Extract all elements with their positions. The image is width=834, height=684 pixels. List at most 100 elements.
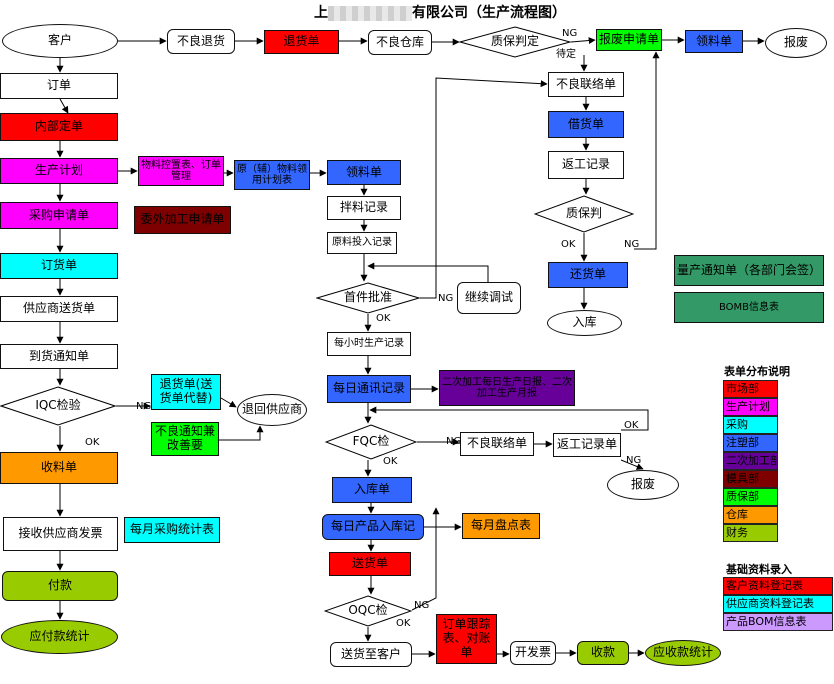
label-ng-qa-judge: NG bbox=[562, 28, 578, 39]
node-mass-production-notice: 量产通知单（各部门会签） bbox=[674, 255, 824, 286]
node-raw-input-record: 原料投入记录 bbox=[327, 232, 397, 254]
node-delivery-note: 送货单 bbox=[329, 552, 411, 576]
legend-item: 财务 bbox=[723, 524, 778, 542]
node-rework-record-mid: 返工记录单 bbox=[553, 433, 621, 457]
label-ok-fqc: OK bbox=[383, 456, 398, 467]
page-title: 上 有限公司（生产流程图） bbox=[314, 2, 566, 22]
node-monthly-inventory: 每月盘点表 bbox=[462, 513, 540, 539]
label-ng-iqc: NG bbox=[136, 401, 152, 412]
node-mixing-record: 拌料记录 bbox=[327, 196, 401, 220]
label-ng-fqc: NG bbox=[446, 436, 462, 447]
node-outsource-request: 委外加工申请单 bbox=[134, 206, 231, 234]
title-prefix: 上 bbox=[314, 5, 328, 21]
legend-item: 市场部 bbox=[723, 380, 778, 398]
basic-item: 产品BOM信息表 bbox=[723, 613, 833, 631]
node-return-supplier: 退回供应商 bbox=[237, 394, 307, 426]
node-bad-warehouse: 不良仓库 bbox=[368, 30, 432, 55]
node-payment: 付款 bbox=[2, 571, 118, 601]
node-scrap-mid: 报废 bbox=[607, 470, 679, 500]
node-iqc: IQC检验 bbox=[0, 386, 116, 426]
node-defect-notice-right: 不良联络单 bbox=[548, 72, 624, 97]
node-purchase-request: 采购申请单 bbox=[0, 202, 118, 229]
label-ok-iqc: OK bbox=[85, 437, 100, 448]
label-ok-first-article: OK bbox=[376, 313, 391, 324]
node-oqc: OQC检 bbox=[324, 595, 412, 627]
flow-arrow bbox=[570, 37, 596, 45]
node-scrap-top: 报废 bbox=[765, 28, 827, 58]
redacted-name-mask bbox=[328, 5, 412, 21]
node-internal-order: 内部定单 bbox=[0, 113, 118, 141]
legend-item: 质保部 bbox=[723, 488, 778, 506]
oqc-label: OQC检 bbox=[348, 603, 388, 618]
qa-judge-label: 质保判定 bbox=[490, 34, 539, 49]
legend-item: 仓库 bbox=[723, 506, 778, 524]
node-material-control: 物料控置表、订单管理 bbox=[138, 156, 224, 186]
node-borrow-note: 借货单 bbox=[548, 111, 624, 138]
node-first-article: 首件批准 bbox=[316, 282, 420, 314]
node-receivable-stats: 应收款统计 bbox=[645, 640, 721, 666]
node-ship-customer: 送货至客户 bbox=[330, 642, 412, 667]
node-order-tracking: 订单跟踪表、对账单 bbox=[436, 614, 497, 664]
label-pending: 待定 bbox=[556, 49, 576, 60]
label-ng-qa-judge2: NG bbox=[624, 239, 640, 250]
node-customer: 客户 bbox=[2, 24, 118, 58]
label-ok-oqc: OK bbox=[396, 618, 411, 629]
node-bom-info: BOMB信息表 bbox=[674, 292, 824, 323]
node-invoice: 开发票 bbox=[510, 641, 556, 665]
node-daily-inbound: 每日产品入库记 bbox=[322, 514, 424, 540]
label-ng-rework: NG bbox=[626, 455, 642, 466]
legend-item: 模具部 bbox=[723, 470, 778, 488]
label-ng-first-article: NG bbox=[438, 293, 454, 304]
basic-title: 基础资料录入 bbox=[726, 563, 792, 576]
node-raw-material-plan: 原（辅）物料领用计划表 bbox=[234, 160, 310, 190]
node-rework-record-right: 返工记录 bbox=[548, 151, 624, 179]
flow-arrow bbox=[220, 397, 237, 408]
node-material-requisition: 领料单 bbox=[327, 160, 401, 185]
legend-item: 二次加工部 bbox=[723, 452, 778, 470]
node-production-plan: 生产计划 bbox=[0, 158, 118, 184]
label-ok-qa-judge2: OK bbox=[561, 239, 576, 250]
node-hourly-record: 每小时生产记录 bbox=[327, 332, 411, 356]
basic-item: 供应商资料登记表 bbox=[723, 595, 833, 613]
node-qa-judge2: 质保判 bbox=[534, 195, 634, 233]
legend-item: 生产计划 bbox=[723, 398, 778, 416]
node-return-slip: 退货单(送货单代替) bbox=[151, 374, 221, 410]
flow-arrow bbox=[420, 77, 548, 299]
node-defect-notice-mid: 不良联络单 bbox=[460, 432, 534, 456]
node-daily-comm: 每日通讯记录 bbox=[327, 375, 411, 403]
label-ng-oqc: NG bbox=[414, 600, 430, 611]
node-payable-stats: 应付款统计 bbox=[1, 620, 118, 654]
node-collection: 收款 bbox=[577, 641, 629, 665]
legend-title: 表单分布说明 bbox=[724, 365, 790, 378]
node-arrival-notice: 到货通知单 bbox=[0, 344, 118, 369]
basic-item: 客户资料登记表 bbox=[723, 577, 833, 595]
flow-arrow bbox=[634, 51, 660, 250]
fqc-label: FQC检 bbox=[352, 434, 390, 449]
flow-arrow bbox=[367, 262, 489, 282]
legend-item: 注塑部 bbox=[723, 434, 778, 452]
legend-item: 采购 bbox=[723, 416, 778, 434]
node-inbound-note: 入库单 bbox=[332, 477, 412, 503]
node-continue-debug: 继续调试 bbox=[457, 282, 521, 314]
node-return-goods: 还货单 bbox=[548, 262, 628, 288]
node-monthly-purchase: 每月采购统计表 bbox=[124, 517, 220, 543]
node-receipt: 收料单 bbox=[0, 452, 118, 484]
flow-arrow bbox=[620, 459, 644, 470]
node-supplier-delivery: 供应商送货单 bbox=[0, 296, 118, 322]
iqc-label: IQC检验 bbox=[35, 398, 81, 413]
flow-arrow bbox=[411, 507, 440, 611]
label-ok-rework: OK bbox=[624, 420, 639, 431]
node-order: 订单 bbox=[0, 73, 118, 99]
qa-judge2-label: 质保判 bbox=[565, 206, 602, 221]
node-scrap-request: 报废申请单 bbox=[596, 29, 662, 51]
flow-arrow bbox=[59, 98, 69, 114]
node-return-note: 退货单 bbox=[264, 30, 339, 54]
title-suffix: 有限公司（生产流程图） bbox=[412, 5, 566, 21]
node-inbound-right: 入库 bbox=[547, 310, 622, 336]
node-bad-return: 不良退货 bbox=[167, 29, 235, 54]
node-fqc: FQC检 bbox=[325, 424, 417, 460]
node-material-requisition-top: 领料单 bbox=[685, 30, 743, 53]
flow-arrow bbox=[219, 425, 264, 441]
